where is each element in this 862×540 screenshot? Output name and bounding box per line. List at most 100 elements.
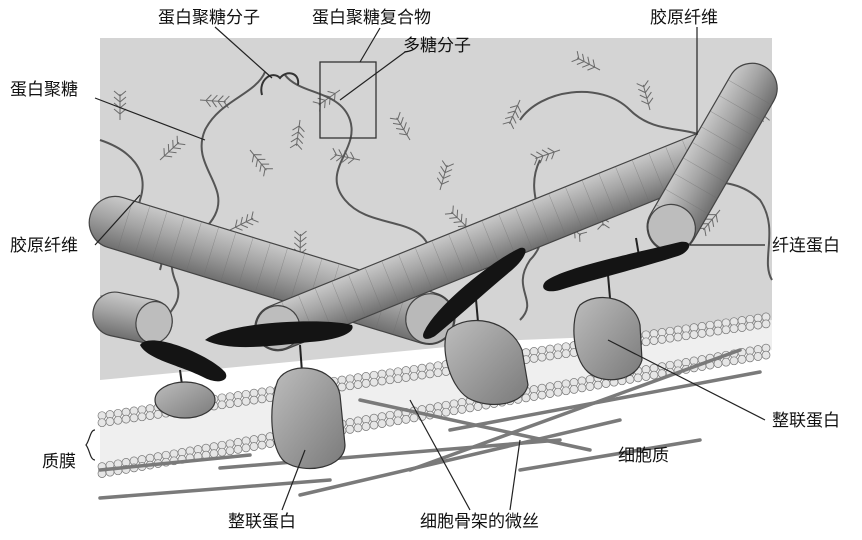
- lipid-head: [602, 380, 610, 388]
- lipid-head: [250, 396, 258, 404]
- lipid-head: [730, 325, 738, 333]
- lipid-head: [266, 440, 274, 448]
- lipid-head: [418, 371, 426, 379]
- lipid-head: [666, 334, 674, 342]
- lipid-head: [450, 407, 458, 415]
- lipid-head: [410, 414, 418, 422]
- label-plasma-membrane: 质膜: [42, 452, 76, 472]
- lipid-head: [378, 377, 386, 385]
- lipid-head: [554, 388, 562, 396]
- lipid-head: [122, 415, 130, 423]
- lipid-head: [642, 373, 650, 381]
- lipid-head: [466, 404, 474, 412]
- lipid-head: [546, 352, 554, 360]
- lipid-head: [530, 354, 538, 362]
- label-proteoglycan-molecule: 蛋白聚糖分子: [158, 8, 260, 28]
- lipid-head: [554, 351, 562, 359]
- microfilament: [100, 480, 330, 498]
- lipid-head: [226, 400, 234, 408]
- lipid-head: [698, 329, 706, 337]
- lipid-head: [738, 324, 746, 332]
- label-collagen-fiber-top: 胶原纤维: [650, 8, 718, 28]
- lipid-head: [426, 370, 434, 378]
- lipid-head: [746, 322, 754, 330]
- lipid-head: [458, 405, 466, 413]
- lipid-head: [762, 320, 770, 328]
- label-cytoplasm: 细胞质: [618, 446, 669, 466]
- lipid-head: [682, 332, 690, 340]
- lipid-head: [258, 441, 266, 449]
- label-proteoglycan-complex: 蛋白聚糖复合物: [312, 8, 431, 28]
- lipid-head: [258, 395, 266, 403]
- lipid-head: [746, 354, 754, 362]
- lipid-head: [250, 443, 258, 451]
- lipid-head: [130, 414, 138, 422]
- lipid-head: [538, 391, 546, 399]
- label-collagen-fiber-left: 胶原纤维: [10, 236, 78, 256]
- lipid-head: [386, 418, 394, 426]
- lipid-head: [562, 350, 570, 358]
- lipid-head: [346, 382, 354, 390]
- lipid-head: [394, 375, 402, 383]
- lipid-head: [354, 381, 362, 389]
- lipid-head: [546, 390, 554, 398]
- lipid-head: [754, 321, 762, 329]
- lipid-head: [394, 417, 402, 425]
- lipid-head: [434, 369, 442, 377]
- label-integrin-bottom: 整联蛋白: [228, 512, 296, 532]
- lipid-head: [242, 397, 250, 405]
- lipid-head: [538, 353, 546, 361]
- lipid-head: [370, 421, 378, 429]
- lipid-head: [738, 355, 746, 363]
- microfilament: [520, 440, 700, 470]
- lipid-head: [386, 376, 394, 384]
- lipid-head: [154, 410, 162, 418]
- label-integrin-right: 整联蛋白: [772, 411, 840, 431]
- label-fibronectin: 纤连蛋白: [772, 236, 840, 256]
- lipid-head: [650, 371, 658, 379]
- lipid-head: [762, 351, 770, 359]
- lipid-head: [706, 328, 714, 336]
- lipid-head: [714, 327, 722, 335]
- lipid-head: [690, 331, 698, 339]
- lipid-head: [226, 447, 234, 455]
- lipid-head: [650, 337, 658, 345]
- lipid-head: [362, 379, 370, 387]
- lipid-head: [442, 408, 450, 416]
- lipid-head: [754, 353, 762, 361]
- lipid-head: [674, 333, 682, 341]
- lipid-head: [234, 399, 242, 407]
- lipid-head: [586, 383, 594, 391]
- lipid-head: [138, 413, 146, 421]
- lipid-head: [362, 423, 370, 431]
- label-proteoglycan: 蛋白聚糖: [10, 80, 78, 100]
- lipid-head: [234, 445, 242, 453]
- lipid-head: [570, 385, 578, 393]
- lipid-head: [658, 335, 666, 343]
- lipid-head: [370, 378, 378, 386]
- lipid-head: [146, 412, 154, 420]
- lipid-head: [474, 403, 482, 411]
- lipid-head: [218, 448, 226, 456]
- lipid-head: [730, 357, 738, 365]
- lipid-head: [114, 416, 122, 424]
- lipid-head: [642, 338, 650, 346]
- lipid-head: [402, 374, 410, 382]
- label-polysaccharide-molecule: 多糖分子: [403, 36, 471, 56]
- lipid-head: [594, 381, 602, 389]
- lipid-head: [106, 418, 114, 426]
- lipid-head: [354, 424, 362, 432]
- label-microfilaments: 细胞骨架的微丝: [420, 512, 539, 532]
- lipid-head: [378, 420, 386, 428]
- lipid-head: [402, 415, 410, 423]
- lipid-head: [98, 419, 106, 427]
- lipid-head: [218, 401, 226, 409]
- lipid-head: [578, 384, 586, 392]
- lipid-head: [346, 425, 354, 433]
- lipid-head: [722, 358, 730, 366]
- lipid-head: [242, 444, 250, 452]
- lipid-head: [722, 326, 730, 334]
- lipid-head: [634, 374, 642, 382]
- lipid-head: [210, 450, 218, 458]
